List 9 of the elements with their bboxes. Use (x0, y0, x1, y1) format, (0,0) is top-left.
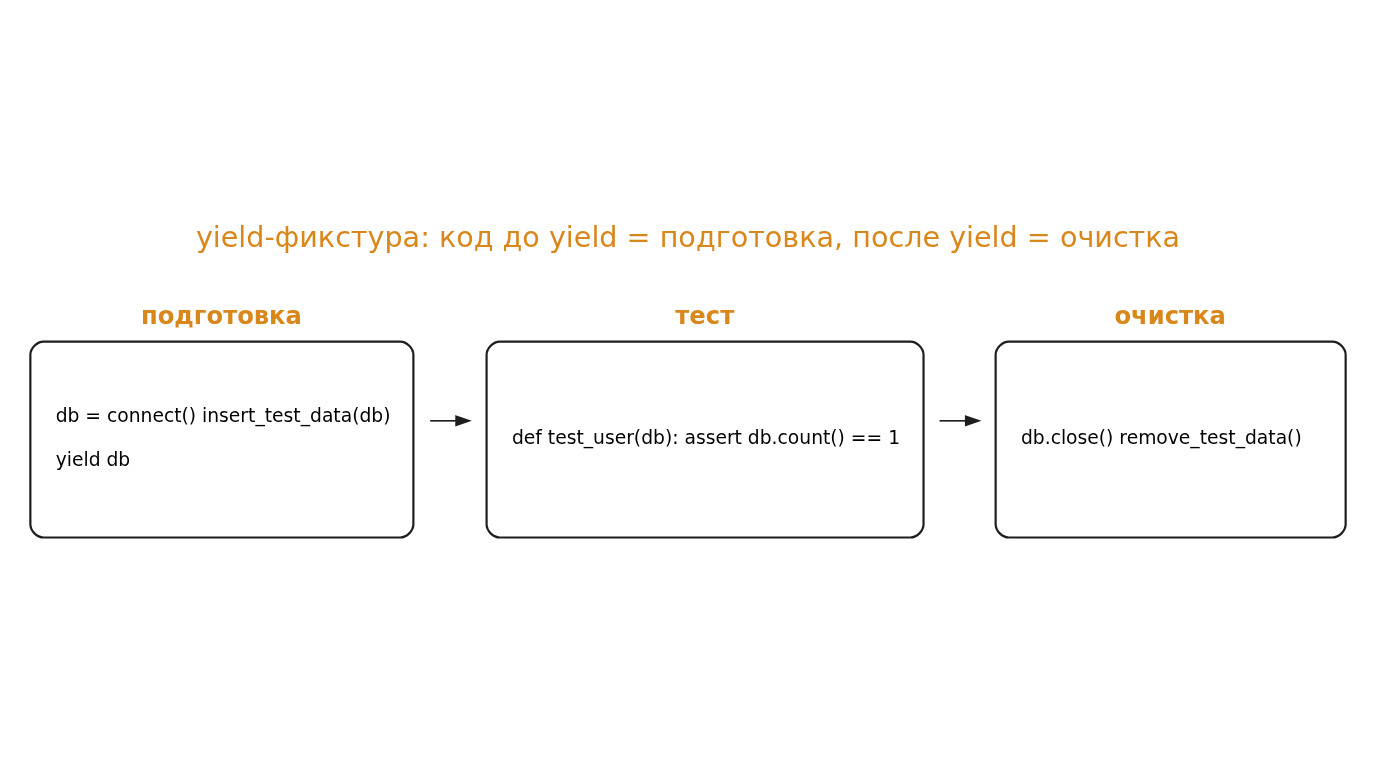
node-label: очистка (1114, 301, 1226, 330)
node-box: db.close() remove_test_data() (994, 339, 1347, 539)
node-label: подготовка (140, 301, 302, 330)
arrow (429, 414, 472, 427)
node-box: def test_user(db): assert db.count() == 1 (485, 339, 925, 539)
arrow (938, 414, 982, 427)
node-box: db = connect() insert_test_data(db) yield db (29, 339, 415, 539)
node-label: тест (675, 301, 735, 330)
diagram-title: yield-фикстура: код до yield = подготовка, после yield = очистка (195, 219, 1181, 254)
